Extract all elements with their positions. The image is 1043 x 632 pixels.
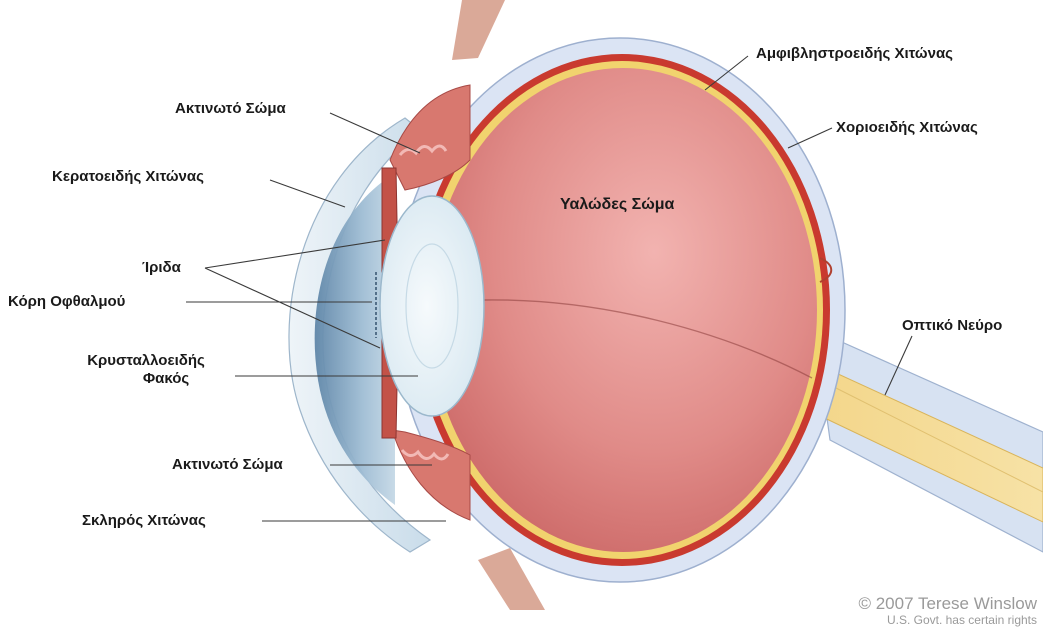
label-retina: Αμφιβληστροειδής Χιτώνας <box>756 45 953 63</box>
label-vitreous-body: Υαλώδες Σώμα <box>560 196 674 214</box>
label-ciliary-body-bottom: Ακτινωτό Σώμα <box>172 456 283 474</box>
upper-skin-edge <box>452 0 505 60</box>
label-choroid: Χοριοειδής Χιτώνας <box>836 119 978 137</box>
credit-rights: U.S. Govt. has certain rights <box>887 613 1037 627</box>
crystalline-lens <box>380 196 484 416</box>
label-pupil: Κόρη Οφθαλμού <box>8 293 125 311</box>
label-sclera: Σκληρός Χιτώνας <box>82 512 206 530</box>
label-optic-nerve: Οπτικό Νεύρο <box>902 317 1002 335</box>
label-lens: Κρυσταλλοειδής Φακός <box>56 352 236 388</box>
label-lens-line1: Κρυσταλλοειδής <box>56 352 236 370</box>
label-cornea: Κερατοειδής Χιτώνας <box>52 168 204 186</box>
credit-copyright: © 2007 Terese Winslow <box>858 594 1037 614</box>
label-ciliary-body-top: Ακτινωτό Σώμα <box>175 100 286 118</box>
label-lens-line2: Φακός <box>56 370 236 388</box>
vitreous-body <box>429 68 817 552</box>
label-iris: Ίριδα <box>142 259 181 277</box>
